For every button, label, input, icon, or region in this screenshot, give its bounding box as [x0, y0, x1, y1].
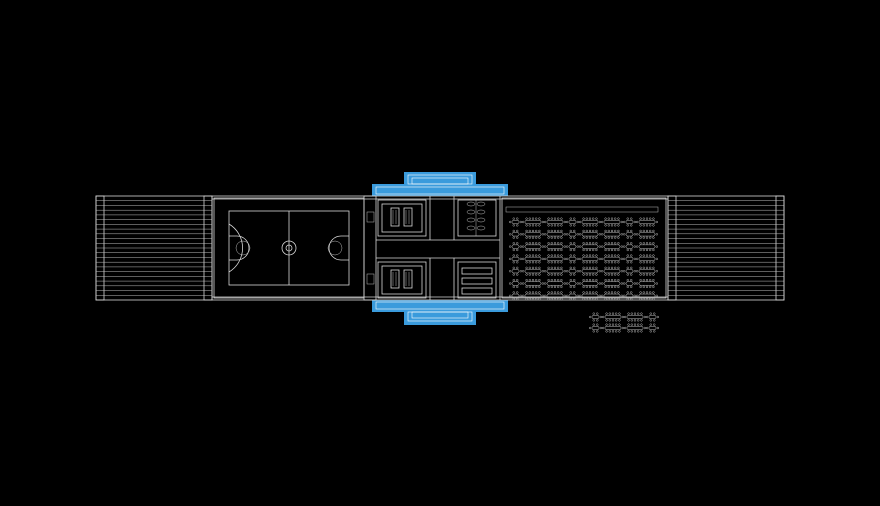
- lunch-table: [601, 242, 623, 252]
- lunch-table: [646, 312, 659, 322]
- lunch-table: [579, 279, 601, 289]
- locker-room-bottom: [377, 261, 427, 299]
- lunch-table: [636, 229, 658, 239]
- lunch-table: [566, 217, 579, 227]
- lunch-table: [602, 323, 624, 333]
- lunch-table: [624, 323, 646, 333]
- lunch-table: [522, 242, 544, 252]
- lunch-tables-main: [509, 217, 658, 301]
- lunch-table: [601, 266, 623, 276]
- central-core: [363, 195, 501, 301]
- lunch-table: [636, 266, 658, 276]
- basketball-court: [228, 210, 350, 286]
- blue-canopy-top: [372, 172, 508, 196]
- lunch-table: [601, 279, 623, 289]
- lunch-table: [589, 323, 602, 333]
- lunch-table: [579, 266, 601, 276]
- lunch-table: [522, 266, 544, 276]
- lunch-table: [579, 217, 601, 227]
- lunch-table: [544, 266, 566, 276]
- lunch-table: [566, 242, 579, 252]
- court-key-right: [328, 235, 349, 261]
- bleachers-left: [95, 195, 213, 301]
- lunch-table: [544, 279, 566, 289]
- blue-canopy-bottom: [372, 300, 508, 325]
- lunch-table: [566, 229, 579, 239]
- lunch-table: [566, 266, 579, 276]
- locker-room-top: [377, 199, 427, 237]
- lunch-table: [623, 242, 636, 252]
- lunch-table: [509, 242, 522, 252]
- lunch-table: [509, 266, 522, 276]
- lunch-table: [636, 291, 658, 301]
- lunch-table: [623, 279, 636, 289]
- lunch-table: [589, 312, 602, 322]
- lunch-table: [623, 229, 636, 239]
- lunch-table: [522, 229, 544, 239]
- court-center-circle: [281, 240, 297, 256]
- lunch-table: [509, 279, 522, 289]
- lunch-table: [522, 254, 544, 264]
- lunch-table: [509, 254, 522, 264]
- lunch-table: [544, 254, 566, 264]
- lunch-table: [601, 217, 623, 227]
- lunch-table: [544, 217, 566, 227]
- lunch-table: [601, 229, 623, 239]
- lunch-table: [544, 291, 566, 301]
- lunch-table: [623, 291, 636, 301]
- lunch-table: [509, 291, 522, 301]
- lunch-table: [601, 291, 623, 301]
- lunch-table: [602, 312, 624, 322]
- bleachers-right: [667, 195, 785, 301]
- core-marks: [366, 211, 375, 285]
- lunch-table: [544, 242, 566, 252]
- lunch-table: [623, 254, 636, 264]
- lunch-table: [579, 291, 601, 301]
- lunch-table: [623, 266, 636, 276]
- lunch-table: [579, 242, 601, 252]
- lunch-table: [636, 242, 658, 252]
- lunch-table: [509, 229, 522, 239]
- lunch-table: [601, 254, 623, 264]
- cafeteria: [501, 197, 667, 301]
- lunch-table: [624, 312, 646, 322]
- lunch-table: [522, 217, 544, 227]
- restroom-top: [457, 199, 497, 237]
- lunch-table: [636, 254, 658, 264]
- lunch-table: [566, 254, 579, 264]
- lunch-table: [636, 279, 658, 289]
- lunch-table: [579, 254, 601, 264]
- restroom-bottom: [457, 261, 497, 299]
- lunch-table: [522, 291, 544, 301]
- lunch-table: [544, 229, 566, 239]
- lunch-table: [636, 217, 658, 227]
- lunch-table: [579, 229, 601, 239]
- lunch-table: [522, 279, 544, 289]
- lunch-tables-overflow: [589, 312, 659, 333]
- lunch-table: [566, 291, 579, 301]
- court-key-left: [229, 235, 250, 261]
- lunch-table: [623, 217, 636, 227]
- lunch-table: [646, 323, 659, 333]
- lunch-table: [509, 217, 522, 227]
- lunch-table: [566, 279, 579, 289]
